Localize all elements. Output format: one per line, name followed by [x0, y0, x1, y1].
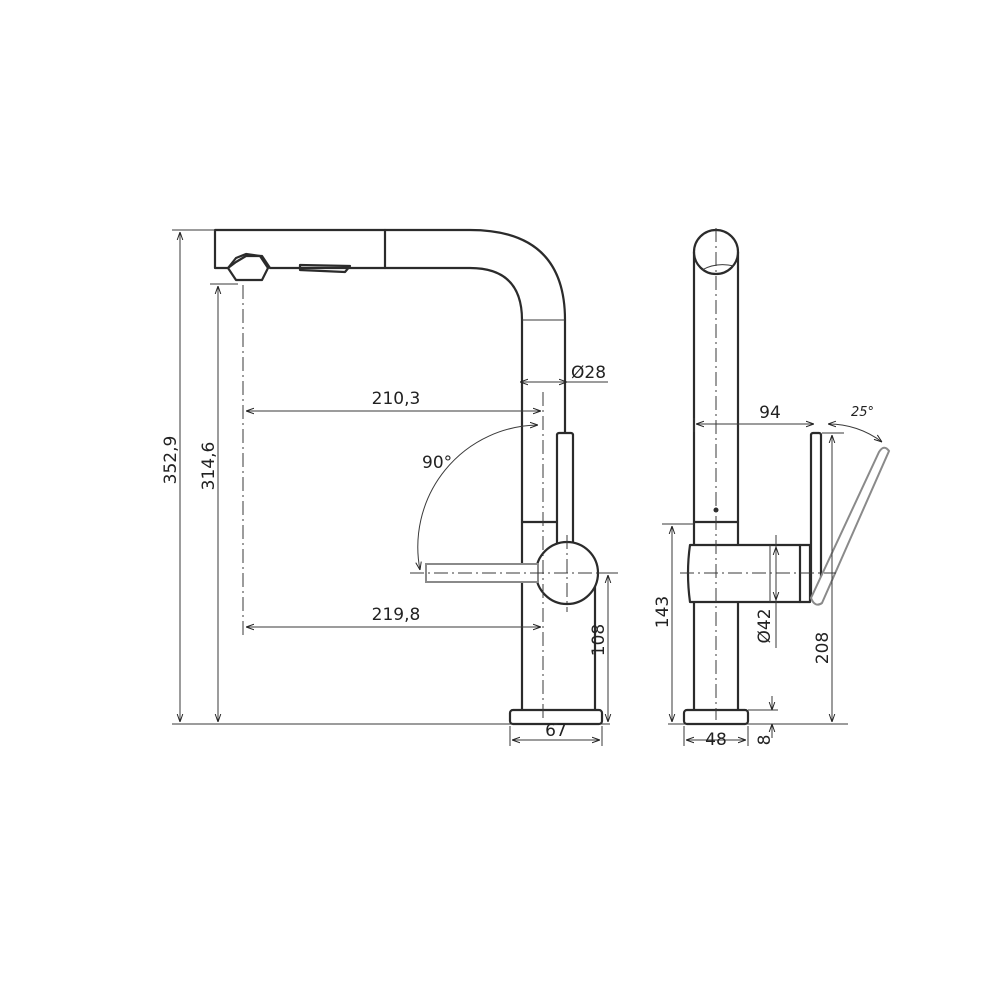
label-reach-upper: 210,3: [372, 389, 421, 409]
spray-button: [298, 263, 352, 274]
label-lever-depth: 94: [759, 403, 781, 423]
spout-tube: [383, 228, 567, 522]
label-lever-height: 108: [589, 624, 609, 656]
label-base-thickness: 8: [755, 735, 775, 746]
spray-nozzle: [226, 252, 270, 282]
label-reach-lower: 219,8: [372, 605, 421, 625]
label-spout-height: 314,6: [199, 442, 219, 491]
label-base-width-front: 67: [545, 721, 567, 741]
dim-swivel-arc: [418, 425, 538, 570]
spout-head: [213, 228, 387, 270]
side-column: [692, 250, 740, 714]
side-lever-tilted: [809, 446, 891, 606]
label-base-width-side: 48: [705, 730, 727, 750]
spout-end-edge: [701, 264, 735, 271]
label-body-diameter: Ø42: [755, 608, 775, 643]
label-spout-diameter: Ø28: [571, 363, 606, 383]
label-swivel-angle: 90°: [422, 453, 452, 473]
front-base: [508, 708, 604, 726]
label-lever-angle: 25°: [851, 405, 874, 420]
side-view: 94 25° 143 Ø42 208 48 8: [653, 228, 891, 750]
front-view: 352,9 314,6 210,3 219,8 Ø28 90° 108 67: [161, 228, 618, 746]
label-lever-axis-height: 208: [813, 632, 833, 664]
label-body-height: 143: [653, 596, 673, 628]
label-total-height: 352,9: [161, 436, 181, 485]
front-lever: [555, 431, 575, 555]
dim-lever-arc: [828, 424, 882, 442]
